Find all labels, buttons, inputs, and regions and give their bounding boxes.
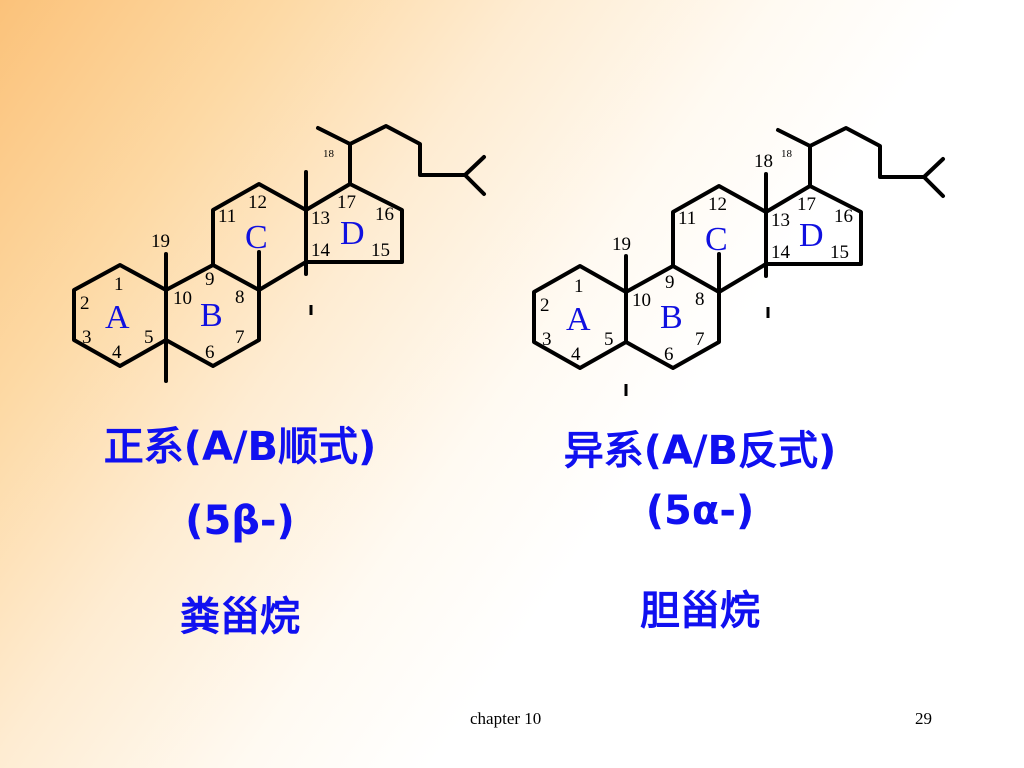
atom-16: 16 (375, 204, 394, 225)
atom-8: 8 (695, 289, 705, 310)
left-ring-labels: A B C D (105, 215, 365, 336)
atom-10: 10 (632, 290, 651, 311)
ring-label-a: A (105, 299, 130, 336)
ring-label-d: D (340, 215, 365, 252)
left-caption-line2: (5β-) (185, 498, 295, 544)
atom-2: 2 (540, 295, 550, 316)
atom-13: 13 (771, 210, 790, 231)
right-caption-line2: (5α-) (645, 488, 755, 534)
atom-5: 5 (604, 329, 614, 350)
atom-11: 11 (678, 208, 696, 229)
ring-label-d: D (799, 217, 824, 254)
atom-5: 5 (144, 327, 154, 348)
atom-8: 8 (235, 287, 245, 308)
atom-1: 1 (114, 274, 124, 295)
atom-15: 15 (830, 242, 849, 263)
ring-label-c: C (245, 219, 268, 256)
atom-2: 2 (80, 293, 90, 314)
atom-6: 6 (205, 342, 215, 363)
ring-label-b: B (660, 299, 683, 336)
atom-18-small: 18 (781, 148, 793, 160)
right-ring-labels: A B C D (566, 217, 824, 338)
atom-19: 19 (151, 231, 170, 252)
atom-4: 4 (112, 342, 122, 363)
atom-15: 15 (371, 240, 390, 261)
atom-7: 7 (695, 329, 705, 350)
atom-3: 3 (82, 327, 92, 348)
atom-18: 18 (323, 148, 335, 160)
atom-9: 9 (205, 269, 215, 290)
left-caption-line1: 正系(A/B顺式) (103, 424, 377, 470)
right-caption-line3: 胆甾烷 (640, 588, 760, 634)
atom-12: 12 (248, 192, 267, 213)
atom-14: 14 (311, 240, 331, 261)
atom-11: 11 (218, 206, 236, 227)
ring-label-b: B (200, 297, 223, 334)
atom-9: 9 (665, 272, 675, 293)
footer-page-number: 29 (915, 709, 932, 728)
atom-14: 14 (771, 242, 791, 263)
right-caption-line1: 异系(A/B反式) (563, 428, 837, 474)
footer-chapter: chapter 10 (470, 709, 542, 728)
atom-10: 10 (173, 288, 192, 309)
atom-16: 16 (834, 206, 853, 227)
atom-12: 12 (708, 194, 727, 215)
atom-6: 6 (664, 344, 674, 365)
atom-19: 19 (612, 234, 631, 255)
left-caption-line3: 粪甾烷 (180, 594, 300, 640)
atom-4: 4 (571, 344, 581, 365)
atom-18: 18 (754, 151, 773, 172)
atom-17: 17 (797, 194, 816, 215)
atom-7: 7 (235, 327, 245, 348)
atom-13: 13 (311, 208, 330, 229)
left-atom-numbers: 1 2 3 4 5 6 7 8 9 10 11 12 13 14 15 16 1… (80, 148, 394, 363)
ring-label-c: C (705, 221, 728, 258)
right-atom-numbers: 1 2 3 4 5 6 7 8 9 10 11 12 13 14 15 16 1… (540, 148, 853, 365)
atom-3: 3 (542, 329, 552, 350)
atom-17: 17 (337, 192, 356, 213)
ring-label-a: A (566, 301, 591, 338)
atom-1: 1 (574, 276, 584, 297)
